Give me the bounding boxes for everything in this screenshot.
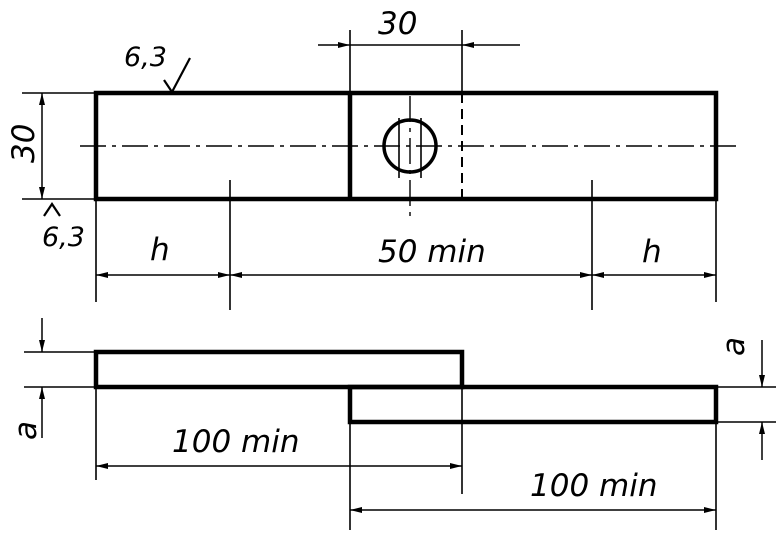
lower-plate: [347, 384, 719, 425]
dim-right-label: h: [642, 234, 662, 270]
roughness-top-symbol: [163, 57, 191, 95]
dim-a-left-label: a: [8, 421, 44, 440]
dim-overlap-right-label: 100 min: [530, 468, 657, 504]
dim-middle-label: 50 min: [378, 234, 486, 270]
roughness-top-label: 6,3: [124, 42, 167, 73]
dim-overlap-left-label: 100 min: [172, 424, 299, 460]
dim-left-label: h: [150, 232, 170, 268]
hole-circle: [382, 118, 438, 174]
dim-top-width-label: 30: [378, 6, 417, 42]
roughness-bottom-symbol: [43, 202, 61, 217]
upper-plate: [93, 349, 465, 390]
top-view: 30 30 6,3 6,3 h 50 min h: [6, 6, 740, 310]
side-view: a a 100 min 100 min: [8, 318, 776, 530]
dim-height-label: 30: [6, 124, 42, 163]
dim-a-right-label: a: [716, 337, 752, 356]
roughness-bottom-label: 6,3: [42, 222, 85, 253]
